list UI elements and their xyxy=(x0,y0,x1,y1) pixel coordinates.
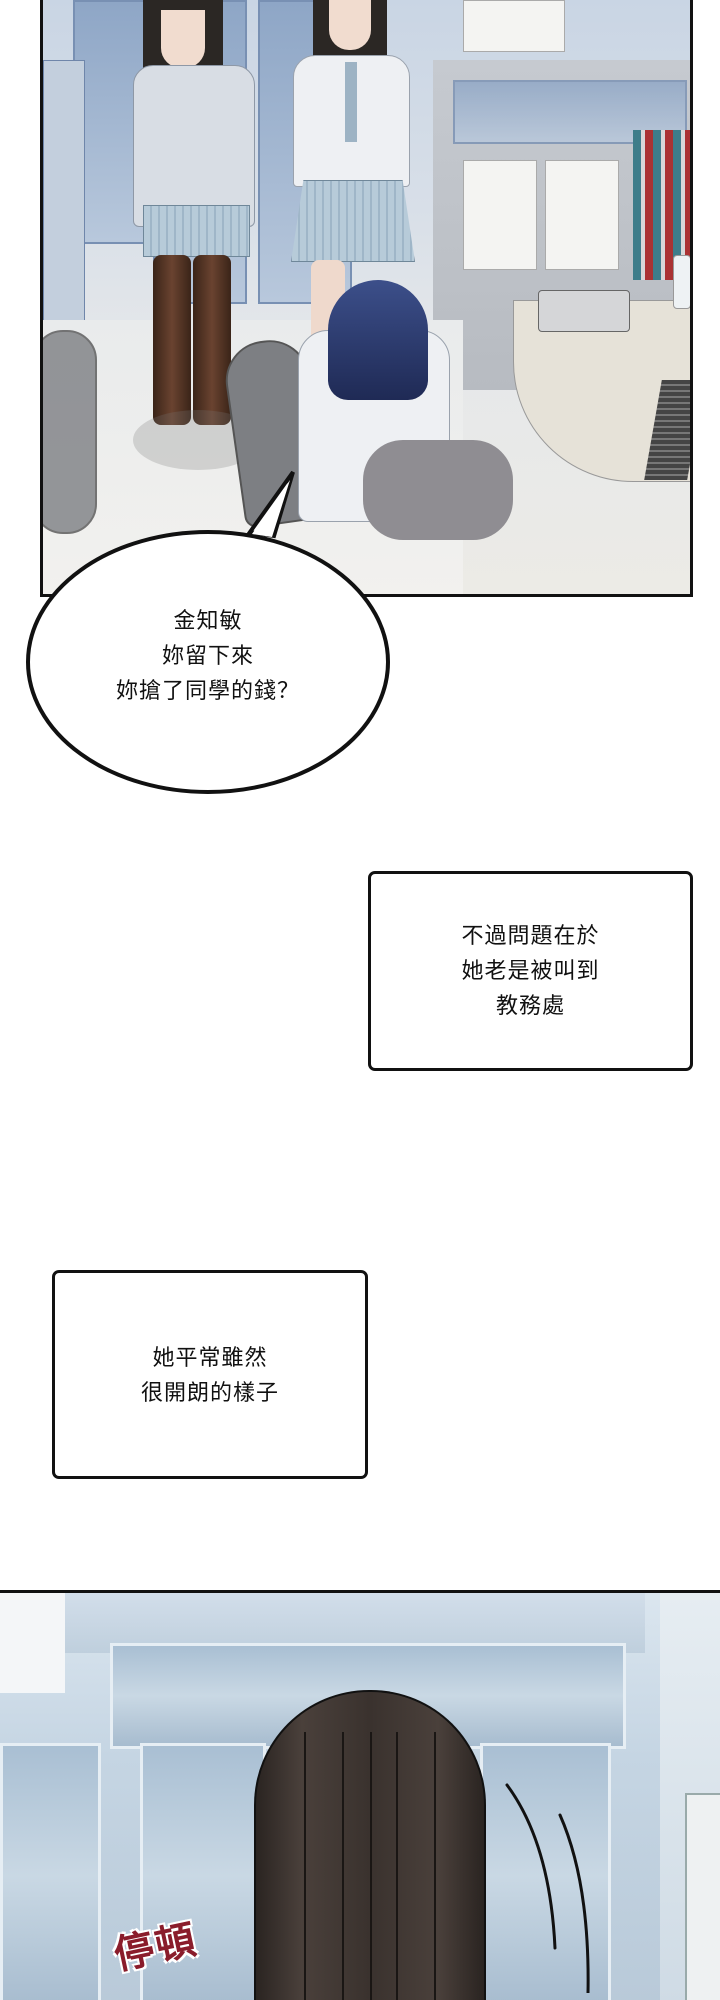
girl-2-face xyxy=(329,0,371,50)
girl-1-cardigan xyxy=(133,65,255,227)
narration-box: 不過問題在於 她老是被叫到 教務處 xyxy=(368,871,693,1071)
girl-1-skirt xyxy=(143,205,250,257)
girl-1-face xyxy=(161,10,205,68)
motion-lines xyxy=(505,1783,590,1993)
window-left xyxy=(0,1743,101,2000)
dialogue-line: 金知敏 xyxy=(173,609,243,634)
dialogue-line: 妳留下來 xyxy=(161,644,254,669)
narration-line: 教務處 xyxy=(495,994,565,1019)
teacher-hair xyxy=(328,280,428,400)
narration-line: 很開朗的樣子 xyxy=(140,1381,279,1406)
pinned-notice xyxy=(463,160,537,270)
speech-bubble-outline xyxy=(26,530,390,794)
pinned-notice xyxy=(545,160,619,270)
narration-line: 她老是被叫到 xyxy=(461,959,600,984)
girl-2-skirt xyxy=(291,180,415,262)
window-center-left xyxy=(140,1743,266,2000)
girl-1-leg xyxy=(153,255,191,425)
teacher-pants xyxy=(363,440,513,540)
girl-2-tie xyxy=(345,62,357,142)
narration-line: 她平常雖然 xyxy=(152,1346,268,1371)
desk-phone xyxy=(538,290,630,332)
narration-text: 不過問題在於 她老是被叫到 教務處 xyxy=(371,919,690,1024)
bright-window xyxy=(0,1593,65,1693)
water-bottle xyxy=(673,255,690,309)
comic-panel-hair: 停頓 xyxy=(0,1590,720,2000)
whiteboard xyxy=(685,1793,720,2000)
comic-panel-office xyxy=(40,0,693,597)
girl-1-leg xyxy=(193,255,231,425)
speech-bubble-text: 金知敏 妳留下來 妳搶了同學的錢？ xyxy=(28,604,388,709)
office-chair-left xyxy=(43,330,97,534)
narration-line: 不過問題在於 xyxy=(461,924,600,949)
narration-box: 她平常雖然 很開朗的樣子 xyxy=(52,1270,368,1479)
narration-text: 她平常雖然 很開朗的樣子 xyxy=(55,1341,365,1411)
girl-hair-back xyxy=(254,1690,486,2000)
calendar xyxy=(463,0,565,52)
speech-bubble xyxy=(26,470,390,794)
dialogue-line: 妳搶了同學的錢？ xyxy=(115,679,300,704)
